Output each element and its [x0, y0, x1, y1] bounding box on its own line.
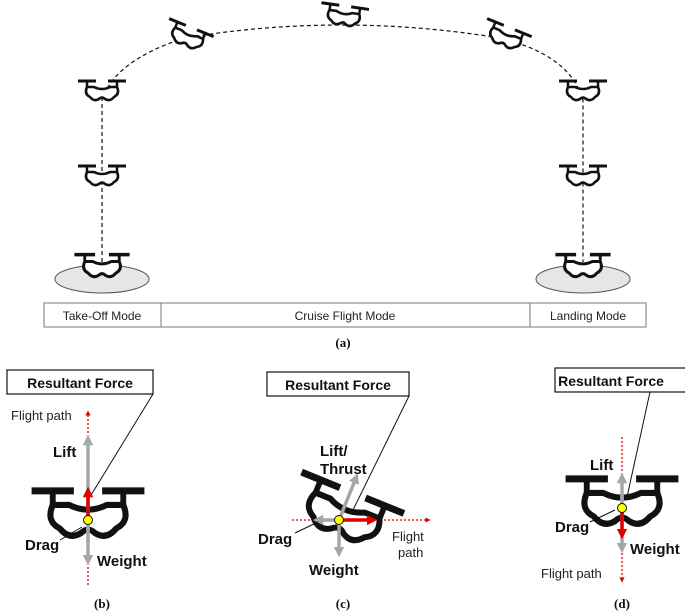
resultant-force-box-b [6, 369, 154, 395]
caption-a: (a) [335, 335, 350, 350]
caption-d: (d) [614, 596, 630, 611]
panel-c-cruise-forces: Resultant Force Lift/ Thrust Drag Weight… [258, 371, 431, 611]
drone-landing-top [557, 79, 609, 102]
drag-leader-d [589, 509, 616, 523]
resultant-force-label-d: Resultant Force [558, 373, 664, 389]
lift-label-c-line2: Thrust [320, 461, 367, 478]
lift-label-b: Lift [53, 444, 76, 461]
drag-label-c: Drag [258, 531, 292, 548]
weight-label-d: Weight [630, 541, 680, 558]
resultant-force-label-c: Resultant Force [285, 377, 391, 393]
lift-label-d: Lift [590, 457, 613, 474]
lift-arrow-c [337, 473, 359, 521]
flight-path-label-c-line2: path [398, 545, 423, 560]
caption-b: (b) [94, 596, 110, 611]
flight-trajectory-path [101, 24, 584, 262]
panel-a-trajectory: Take-Off Mode Cruise Flight Mode Landing… [43, 1, 647, 350]
panel-b-takeoff-forces: Resultant Force Flight path Lift Drag We… [6, 369, 154, 611]
drone-cruise-right [478, 17, 534, 56]
drag-label-d: Drag [555, 519, 589, 536]
drag-label-b: Drag [25, 537, 59, 554]
drone-cruise-left [160, 17, 216, 56]
flight-path-label-d: Flight path [541, 566, 602, 581]
resultant-force-box-c [266, 371, 410, 397]
panel-d-landing-forces: Resultant Force Lift Drag Weight Flight … [541, 367, 685, 611]
flight-path-label-c-line1: Flight [392, 529, 424, 544]
resultant-force-box-d [554, 367, 685, 393]
mode-bar: Take-Off Mode Cruise Flight Mode Landing… [43, 302, 647, 328]
weight-label-c: Weight [309, 562, 359, 579]
drag-leader-c [294, 521, 319, 534]
takeoff-mode-label: Take-Off Mode [63, 309, 142, 323]
cruise-mode-label: Cruise Flight Mode [295, 309, 396, 323]
flight-path-label-b: Flight path [11, 408, 72, 423]
drag-leader-b [59, 526, 83, 541]
caption-c: (c) [336, 596, 350, 611]
drone-takeoff-top [76, 79, 128, 102]
landing-mode-label: Landing Mode [550, 309, 626, 323]
center-of-mass-d [617, 503, 627, 513]
weight-label-b: Weight [97, 553, 147, 570]
drone-c [285, 472, 404, 554]
resultant-force-label-b: Resultant Force [27, 375, 133, 391]
resultant-leader-c [351, 395, 410, 513]
center-of-mass-c [334, 515, 344, 525]
resultant-leader-b [87, 393, 154, 501]
lift-label-c-line1: Lift/ [320, 443, 348, 460]
center-of-mass-b [83, 515, 93, 525]
